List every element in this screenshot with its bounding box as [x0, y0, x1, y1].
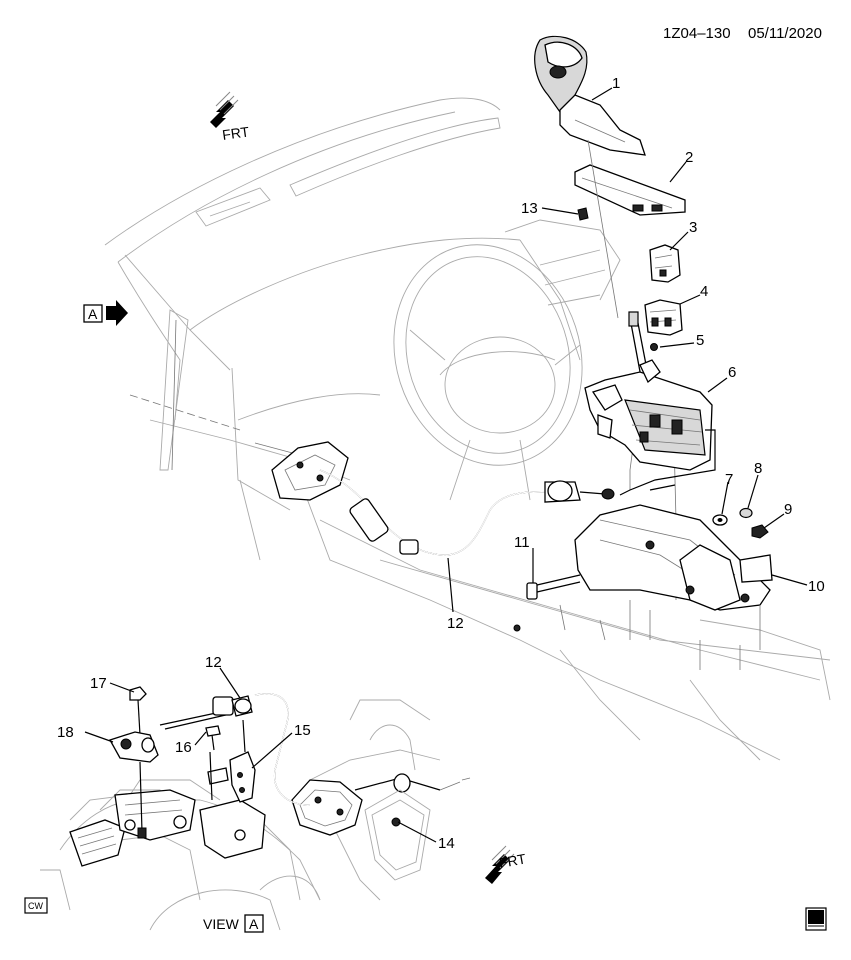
selector-lever-18 [109, 731, 159, 839]
callout-5: 5 [696, 332, 704, 349]
callout-3: 3 [689, 219, 697, 236]
cw-text: CW [28, 901, 43, 911]
nut-17 [129, 686, 147, 736]
figure-code: 1Z04–130 [663, 25, 731, 42]
callout-1: 1 [612, 75, 620, 92]
a-pillar [159, 309, 189, 471]
callout-12-lower: 12 [205, 654, 222, 671]
shift-cable-lower [159, 693, 311, 806]
callout-16: 16 [175, 739, 192, 756]
callout-15: 15 [294, 722, 311, 739]
shifter-bracket [574, 504, 773, 650]
pin-5 [650, 343, 658, 351]
reference-line [129, 394, 241, 431]
view-caption-prefix: VIEW [203, 916, 240, 932]
switch-4 [644, 299, 683, 336]
callout-11: 11 [514, 534, 530, 551]
floor-studs [513, 600, 741, 670]
bulkhead-grommet [271, 441, 349, 501]
shifter-assembly [584, 359, 716, 496]
lower-leader-lines [84, 667, 437, 843]
front-arrow-top: FRT [210, 91, 251, 143]
front-arrow-lower: FRT [485, 845, 528, 884]
front-label-top: FRT [221, 123, 250, 143]
callout-10: 10 [808, 578, 825, 595]
callout-6: 6 [728, 364, 736, 381]
callout-12-top: 12 [447, 615, 464, 632]
cable-bracket-15 [207, 719, 256, 803]
callout-4: 4 [700, 283, 708, 300]
nut-8 [739, 507, 753, 519]
view-marker-letter: A [88, 306, 98, 322]
callout-17: 17 [90, 675, 107, 692]
view-caption: VIEW A [203, 914, 264, 933]
washer-7 [712, 514, 728, 526]
steering-wheel [393, 244, 583, 501]
nut-9 [751, 524, 769, 539]
bulkhead-grommet-lower [291, 773, 471, 836]
leader-lines [447, 87, 808, 613]
shift-knob [534, 35, 646, 156]
firewall-plate [364, 789, 431, 881]
callout-8: 8 [754, 460, 762, 477]
engine-bay-inset [40, 699, 441, 931]
bolt-16 [205, 725, 221, 801]
switch-3 [649, 244, 681, 283]
cw-badge: CW [24, 897, 48, 914]
view-a-marker: A [83, 300, 128, 326]
front-label-lower: FRT [498, 850, 528, 871]
shift-bezel [574, 164, 686, 216]
view-caption-letter: A [249, 916, 259, 932]
callout-18: 18 [57, 724, 74, 741]
figure-date: 05/11/2020 [748, 25, 822, 42]
alignment-line [587, 139, 619, 319]
callout-2: 2 [685, 149, 693, 166]
shift-cable-top [319, 469, 615, 556]
gm-logo [805, 907, 827, 931]
callout-13: 13 [521, 200, 538, 217]
clip-13 [577, 207, 589, 221]
callout-14: 14 [438, 835, 455, 852]
callout-7: 7 [725, 471, 733, 488]
callout-9: 9 [784, 501, 792, 518]
pin-11 [526, 574, 581, 600]
